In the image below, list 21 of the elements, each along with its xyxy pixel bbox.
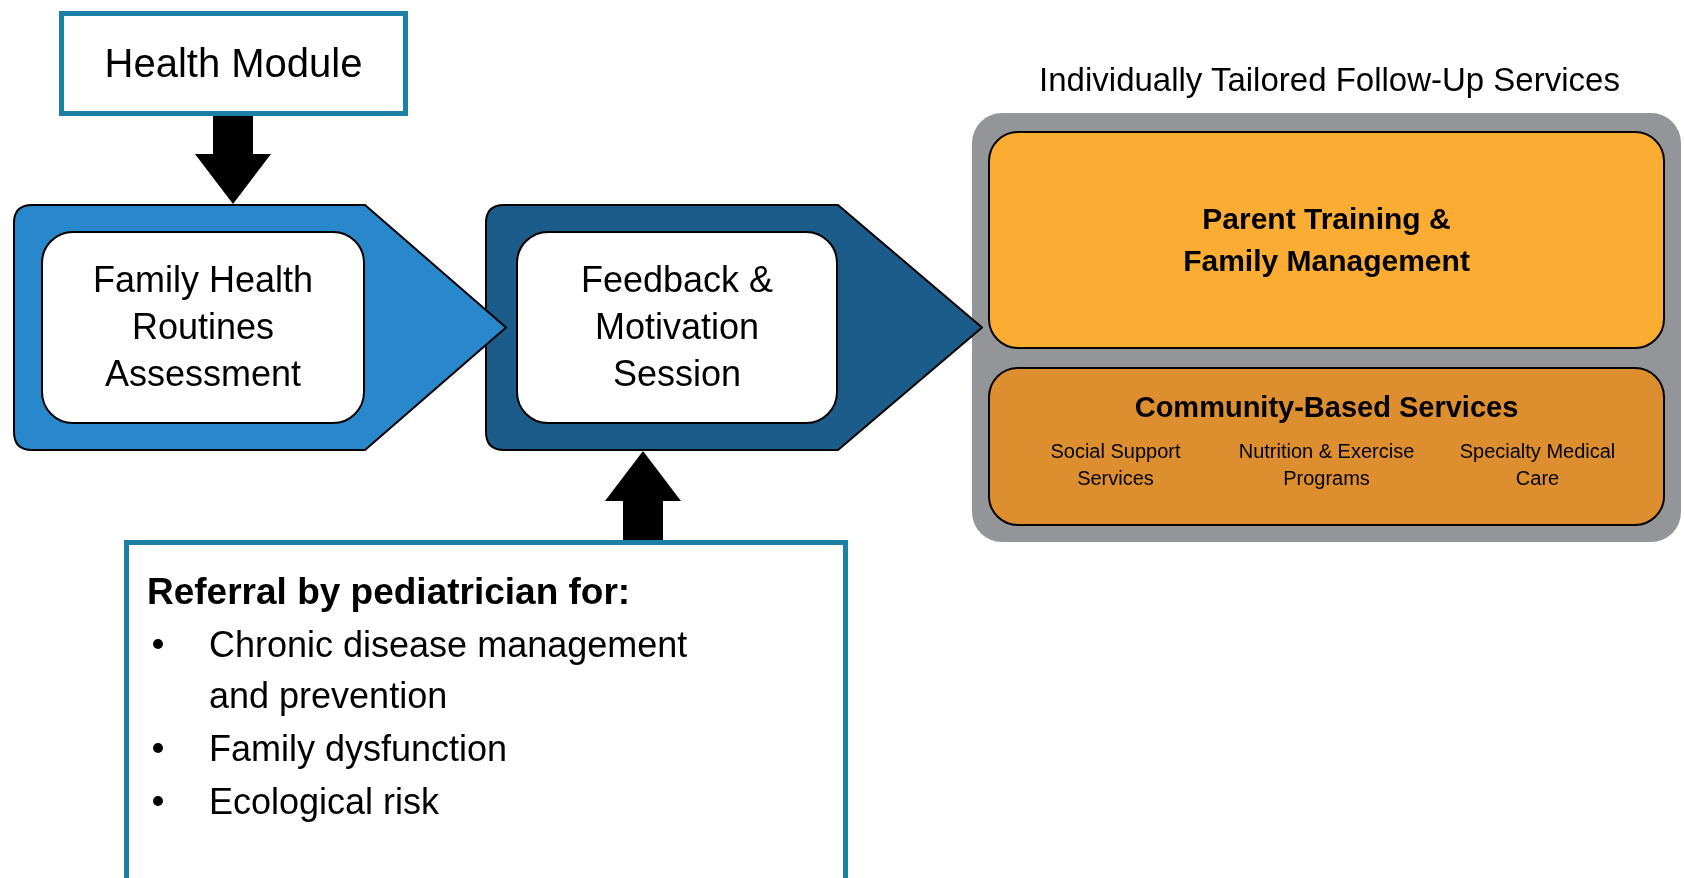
step-label: Family Health Routines Assessment: [91, 258, 315, 396]
service-title: Parent Training & Family Management: [1182, 201, 1471, 279]
box-title: Health Module: [104, 41, 363, 86]
service-item: Social Support Services: [1049, 439, 1182, 491]
service-title: Community-Based Services: [1133, 391, 1520, 424]
service-item: Nutrition & Exercise Programs: [1237, 439, 1416, 491]
step-box: [41, 231, 365, 424]
step-box: [516, 231, 838, 424]
service-box: [988, 131, 1665, 349]
step-label: Feedback & Motivation Session: [579, 258, 775, 396]
service-box: [988, 367, 1665, 526]
service-item: Specialty Medical Care: [1458, 439, 1617, 491]
panel-heading: Individually Tailored Follow-Up Services: [1038, 61, 1621, 99]
list-heading: Referral by pediatrician for:: [147, 571, 632, 613]
list-item: Ecological risk: [209, 780, 440, 825]
referral-box: [124, 540, 848, 878]
module-box: [59, 11, 408, 116]
list-item: Chronic disease management and prevention: [209, 623, 689, 719]
block-arrow: [605, 451, 681, 540]
list-item: Family dysfunction: [209, 727, 508, 772]
block-arrow: [195, 116, 271, 204]
